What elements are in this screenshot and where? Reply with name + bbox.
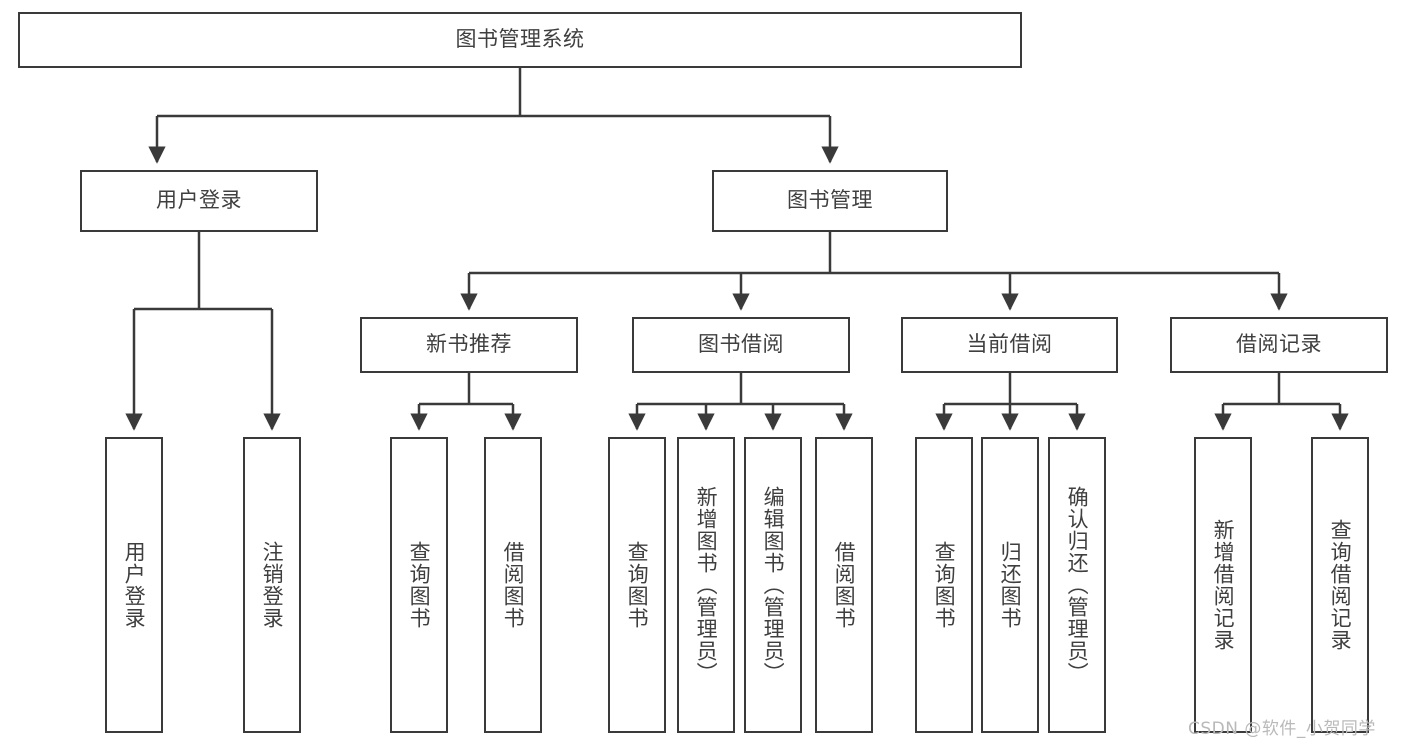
node-root[interactable]: 图书管理系统	[18, 12, 1022, 68]
node-leaf-add-book[interactable]: 新增图书（管理员）	[677, 437, 735, 733]
node-root-label: 图书管理系统	[455, 27, 585, 52]
node-leaf-query-book-3-label: 查询图书	[932, 541, 957, 629]
node-leaf-add-record[interactable]: 新增借阅记录	[1194, 437, 1252, 733]
node-user-login-label: 用户登录	[156, 188, 242, 213]
node-leaf-borrow-book-2[interactable]: 借阅图书	[815, 437, 873, 733]
node-leaf-add-record-label: 新增借阅记录	[1211, 519, 1236, 651]
node-leaf-edit-book-label: 编辑图书（管理员）	[761, 486, 786, 684]
node-leaf-edit-book[interactable]: 编辑图书（管理员）	[744, 437, 802, 733]
node-leaf-return-book[interactable]: 归还图书	[981, 437, 1039, 733]
node-leaf-query-record[interactable]: 查询借阅记录	[1311, 437, 1369, 733]
node-book-borrow-label: 图书借阅	[698, 332, 784, 357]
node-leaf-borrow-book-1[interactable]: 借阅图书	[484, 437, 542, 733]
node-book-borrow[interactable]: 图书借阅	[632, 317, 850, 373]
node-current-borrow[interactable]: 当前借阅	[901, 317, 1118, 373]
watermark-text: CSDN @软件_小贺同学	[1188, 719, 1376, 739]
node-leaf-confirm-return[interactable]: 确认归还（管理员）	[1048, 437, 1106, 733]
node-leaf-logout-login-label: 注销登录	[260, 541, 285, 629]
node-leaf-query-book-2[interactable]: 查询图书	[608, 437, 666, 733]
node-leaf-user-login[interactable]: 用户登录	[105, 437, 163, 733]
node-current-borrow-label: 当前借阅	[966, 332, 1053, 357]
node-leaf-query-record-label: 查询借阅记录	[1328, 519, 1353, 651]
node-new-book-recommend[interactable]: 新书推荐	[360, 317, 578, 373]
node-leaf-borrow-book-1-label: 借阅图书	[501, 541, 526, 629]
node-leaf-query-book-1[interactable]: 查询图书	[390, 437, 448, 733]
node-leaf-logout-login[interactable]: 注销登录	[243, 437, 301, 733]
node-leaf-query-book-2-label: 查询图书	[625, 541, 650, 629]
node-leaf-user-login-label: 用户登录	[122, 541, 147, 629]
node-leaf-borrow-book-2-label: 借阅图书	[832, 541, 857, 629]
node-borrow-record-label: 借阅记录	[1236, 332, 1322, 357]
node-borrow-record[interactable]: 借阅记录	[1170, 317, 1388, 373]
node-user-login[interactable]: 用户登录	[80, 170, 318, 232]
node-book-manage-label: 图书管理	[787, 188, 873, 213]
node-book-manage[interactable]: 图书管理	[712, 170, 948, 232]
node-leaf-query-book-1-label: 查询图书	[407, 541, 432, 629]
node-leaf-add-book-label: 新增图书（管理员）	[694, 486, 719, 684]
node-leaf-query-book-3[interactable]: 查询图书	[915, 437, 973, 733]
node-leaf-return-book-label: 归还图书	[998, 541, 1023, 629]
node-new-book-recommend-label: 新书推荐	[426, 332, 512, 357]
node-leaf-confirm-return-label: 确认归还（管理员）	[1065, 486, 1090, 684]
